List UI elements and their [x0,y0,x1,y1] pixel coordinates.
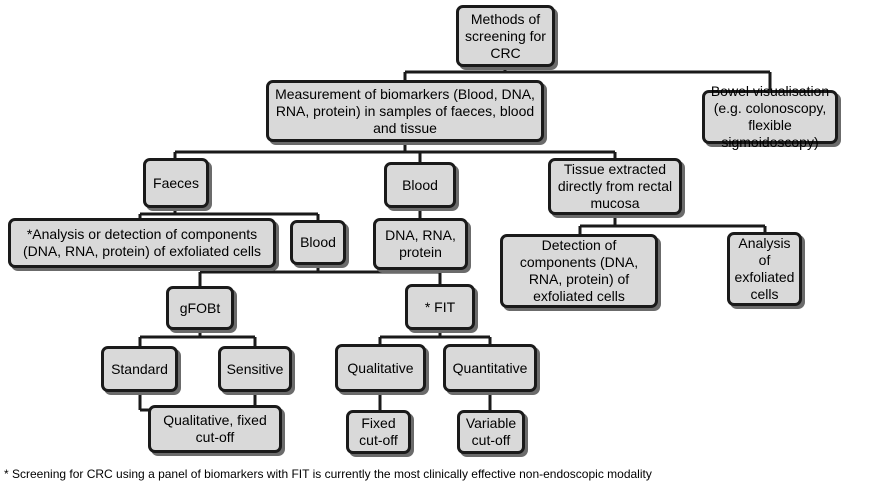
sensitive-node: Sensitive [218,346,292,392]
root-label: Methods of screening for CRC [465,10,546,61]
gfobt-label: gFOBt [179,299,221,316]
blood-main-label: Blood [402,176,438,193]
sensitive-label: Sensitive [226,360,284,377]
bowel-visualisation-node: Bowel visualisation (e.g. colonoscopy, f… [702,83,838,150]
standard-label: Standard [111,360,168,377]
connector-fit-leaves [378,392,492,410]
qualitative-label: Qualitative [347,359,414,376]
analysis-components-node: *Analysis or detection of components (DN… [8,218,276,268]
root-node: Methods of screening for CRC [456,5,555,67]
analysis-exfoliated-node: Analysis of exfoliated cells [727,232,802,306]
quantitative-node: Quantitative [443,344,537,392]
connector-faeces [138,208,320,220]
bowel-visualisation-label: Bowel visualisation (e.g. colonoscopy, f… [710,83,830,150]
gfobt-node: gFOBt [166,286,234,330]
blood-sub-node: Blood [290,220,346,265]
biomarkers-label: Measurement of biomarkers (Blood, DNA, R… [275,85,535,136]
fixed-cutoff-label: Fixed cut-off [359,415,398,448]
connector-fit [378,329,492,344]
quantitative-label: Quantitative [452,359,528,376]
blood-main-node: Blood [384,162,456,208]
connector-blood-sub [198,264,442,286]
dna-rna-protein-label: DNA, RNA, protein [385,227,456,260]
biomarkers-node: Measurement of biomarkers (Blood, DNA, R… [266,80,544,142]
footnote: * Screening for CRC using a panel of bio… [4,467,652,481]
analysis-exfoliated-label: Analysis of exfoliated cells [734,235,795,302]
tissue-label: Tissue extracted directly from rectal mu… [557,161,673,211]
tissue-node: Tissue extracted directly from rectal mu… [548,158,682,215]
fit-label: * FIT [424,298,456,315]
faeces-label: Faeces [153,174,199,191]
analysis-components-label: *Analysis or detection of components (DN… [22,226,262,259]
blood-sub-label: Blood [300,234,336,250]
qualitative-node: Qualitative [335,344,426,392]
connector-biomarkers [173,140,617,162]
faeces-node: Faeces [143,158,209,208]
detection-components-label: Detection of components (DNA, RNA, prote… [519,237,639,304]
qualitative-fixed-cutoff-node: Qualitative, fixed cut-off [148,405,282,453]
connector-gfobt [138,329,257,346]
fixed-cutoff-node: Fixed cut-off [346,410,411,454]
qualitative-fixed-cutoff-label: Qualitative, fixed cut-off [163,412,267,445]
dna-rna-protein-node: DNA, RNA, protein [373,218,468,270]
connector-root [403,65,772,90]
variable-cutoff-label: Variable cut-off [465,415,517,448]
variable-cutoff-node: Variable cut-off [457,410,525,454]
fit-node: * FIT [405,284,475,330]
detection-components-node: Detection of components (DNA, RNA, prote… [500,234,658,308]
standard-node: Standard [101,346,178,392]
connector-tissue [578,213,767,234]
